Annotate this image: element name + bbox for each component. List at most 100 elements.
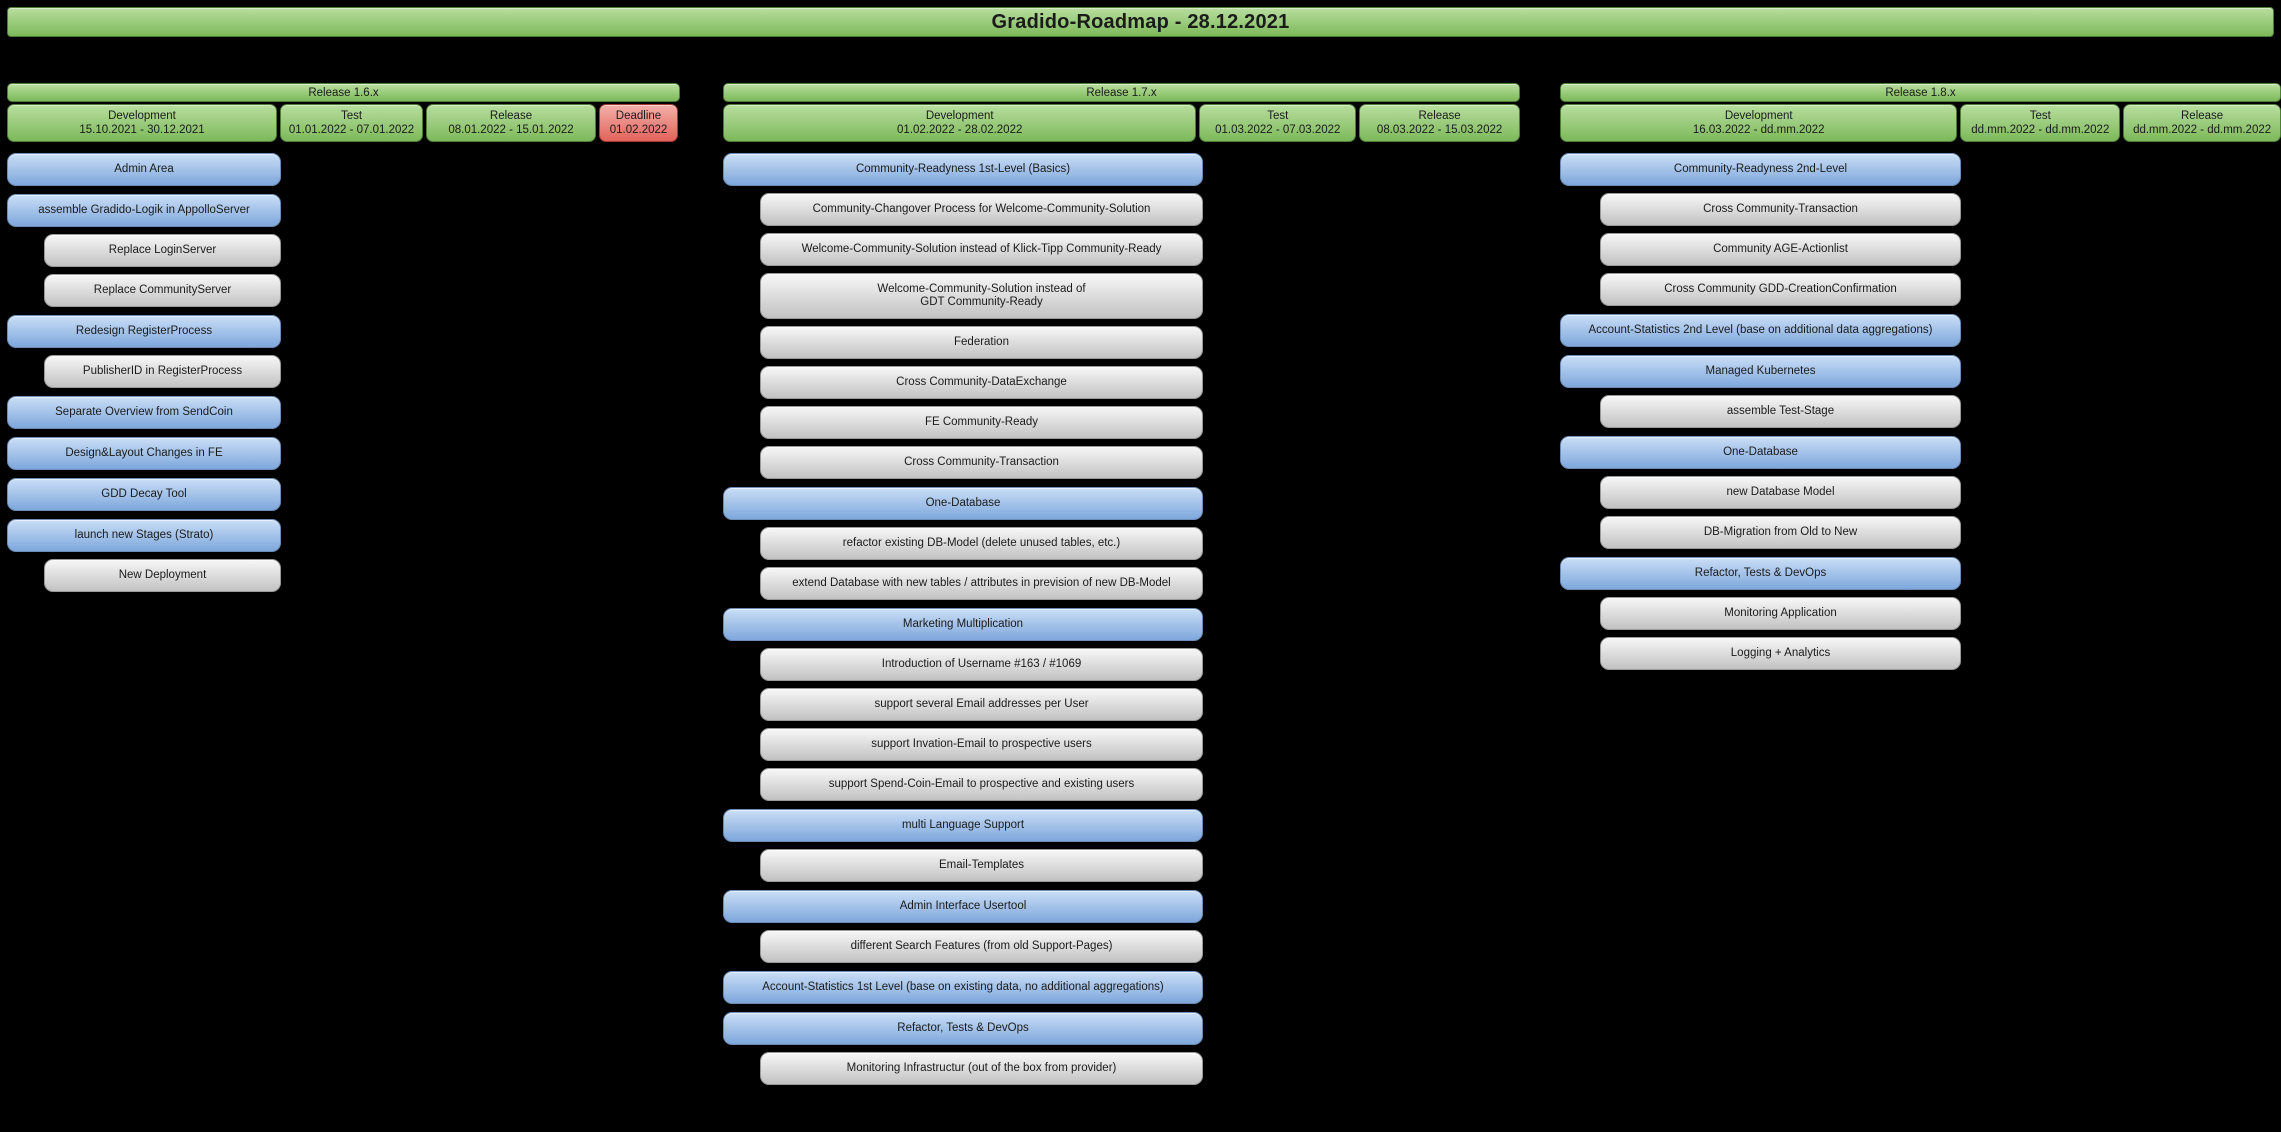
milestone: Admin Interface Usertool [723,890,1203,923]
phase-dates: dd.mm.2022 - dd.mm.2022 [1971,124,2110,136]
phase-test: Test 01.01.2022 - 07.01.2022 [280,104,423,142]
phase-dates: dd.mm.2022 - dd.mm.2022 [2133,124,2272,136]
sub-task: Monitoring Application [1600,597,1961,630]
task-group: Design&Layout Changes in FE [7,437,680,470]
release-title: Release 1.7.x [723,83,1520,102]
phase-release: Release 08.03.2022 - 15.03.2022 [1359,104,1520,142]
phase-dates: 01.03.2022 - 07.03.2022 [1215,124,1341,136]
sub-task: Welcome-Community-Solution instead of GD… [760,273,1203,319]
sub-task: support Invation-Email to prospective us… [760,728,1203,761]
sub-task: Replace CommunityServer [44,274,281,307]
milestone: Community-Readyness 1st-Level (Basics) [723,153,1203,186]
phase-row: Development 15.10.2021 - 30.12.2021 Test 01… [7,104,680,142]
milestone: Marketing Multiplication [723,608,1203,641]
phase-label: Development [1724,110,1793,122]
phase-label: Test [340,110,363,122]
phase-label: Release [2181,110,2224,122]
sub-task: FE Community-Ready [760,406,1203,439]
phase-label: Release [489,110,533,122]
phase-row: Development 16.03.2022 - dd.mm.2022 Test dd… [1560,104,2281,142]
sub-task: New Deployment [44,559,281,592]
sub-task: Monitoring Infrastructur (out of the box… [760,1052,1203,1085]
phase-development: Development 16.03.2022 - dd.mm.2022 [1560,104,1958,142]
sub-task: Cross Community-Transaction [1600,193,1961,226]
phase-dates: 15.10.2021 - 30.12.2021 [79,124,205,136]
milestone: Separate Overview from SendCoin [7,396,281,429]
sub-task: Federation [760,326,1203,359]
sub-task: assemble Test-Stage [1600,395,1961,428]
phase-label: Release [1418,110,1461,122]
phase-release: Release dd.mm.2022 - dd.mm.2022 [2123,104,2281,142]
sub-task: PublisherID in RegisterProcess [44,355,281,388]
milestone: Design&Layout Changes in FE [7,437,281,470]
sub-task: extend Database with new tables / attrib… [760,567,1203,600]
sub-task: Cross Community-Transaction [760,446,1203,479]
milestone: One-Database [723,487,1203,520]
phase-label: Development [925,110,994,122]
phase-release: Release 08.01.2022 - 15.01.2022 [426,104,596,142]
phase-label: Development [108,110,176,122]
sub-task: different Search Features (from old Supp… [760,930,1203,963]
task-group: Account-Statistics 1st Level (base on ex… [723,971,1520,1004]
task-group: Managed Kubernetes assemble Test-Stage [1560,355,2281,428]
milestone: Redesign RegisterProcess [7,315,281,348]
milestone: Managed Kubernetes [1560,355,1961,388]
milestone: multi Language Support [723,809,1203,842]
phase-dates: 01.01.2022 - 07.01.2022 [288,124,415,136]
milestone: Account-Statistics 1st Level (base on ex… [723,971,1203,1004]
task-group: Community-Readyness 1st-Level (Basics) Co… [723,153,1520,479]
sub-task: Introduction of Username #163 / #1069 [760,648,1203,681]
phase-label: Test [1267,110,1289,122]
milestone: One-Database [1560,436,1961,469]
page-title: Gradido-Roadmap - 28.12.2021 [7,7,2274,37]
task-group: GDD Decay Tool [7,478,680,511]
task-group: Admin Area [7,153,680,186]
sub-task: Cross Community-DataExchange [760,366,1203,399]
sub-task: support Spend-Coin-Email to prospective … [760,768,1203,801]
milestone: launch new Stages (Strato) [7,519,281,552]
phase-dates: 01.02.2022 [609,124,668,136]
phase-deadline: Deadline 01.02.2022 [599,104,678,142]
milestone: assemble Gradido-Logik in AppolloServer [7,194,281,227]
milestone: Refactor, Tests & DevOps [1560,557,1961,590]
milestone: Refactor, Tests & DevOps [723,1012,1203,1045]
phase-dates: 08.01.2022 - 15.01.2022 [448,124,574,136]
sub-task: Community-Changover Process for Welcome-… [760,193,1203,226]
release-title: Release 1.6.x [7,83,680,102]
task-group: One-Database refactor existing DB-Model (… [723,487,1520,600]
task-group: launch new Stages (Strato) New Deployment [7,519,680,592]
sub-task: support several Email addresses per User [760,688,1203,721]
sub-task: new Database Model [1600,476,1961,509]
milestone: Admin Area [7,153,281,186]
phase-dates: 08.03.2022 - 15.03.2022 [1376,124,1503,136]
task-group: Account-Statistics 2nd Level (base on ad… [1560,314,2281,347]
phase-dates: 16.03.2022 - dd.mm.2022 [1692,124,1825,136]
phase-label: Test [2029,110,2051,122]
sub-task: Welcome-Community-Solution instead of Kl… [760,233,1203,266]
milestone: Community-Readyness 2nd-Level [1560,153,1961,186]
milestone: GDD Decay Tool [7,478,281,511]
phase-test: Test 01.03.2022 - 07.03.2022 [1199,104,1357,142]
sub-task: refactor existing DB-Model (delete unuse… [760,527,1203,560]
sub-task: Community AGE-Actionlist [1600,233,1961,266]
sub-task: Cross Community GDD-CreationConfirmation [1600,273,1961,306]
release-title: Release 1.8.x [1560,83,2281,102]
sub-task: Replace LoginServer [44,234,281,267]
phase-label: Deadline [615,110,662,122]
milestone: Account-Statistics 2nd Level (base on ad… [1560,314,1961,347]
phase-test: Test dd.mm.2022 - dd.mm.2022 [1960,104,2121,142]
phase-development: Development 15.10.2021 - 30.12.2021 [7,104,277,142]
